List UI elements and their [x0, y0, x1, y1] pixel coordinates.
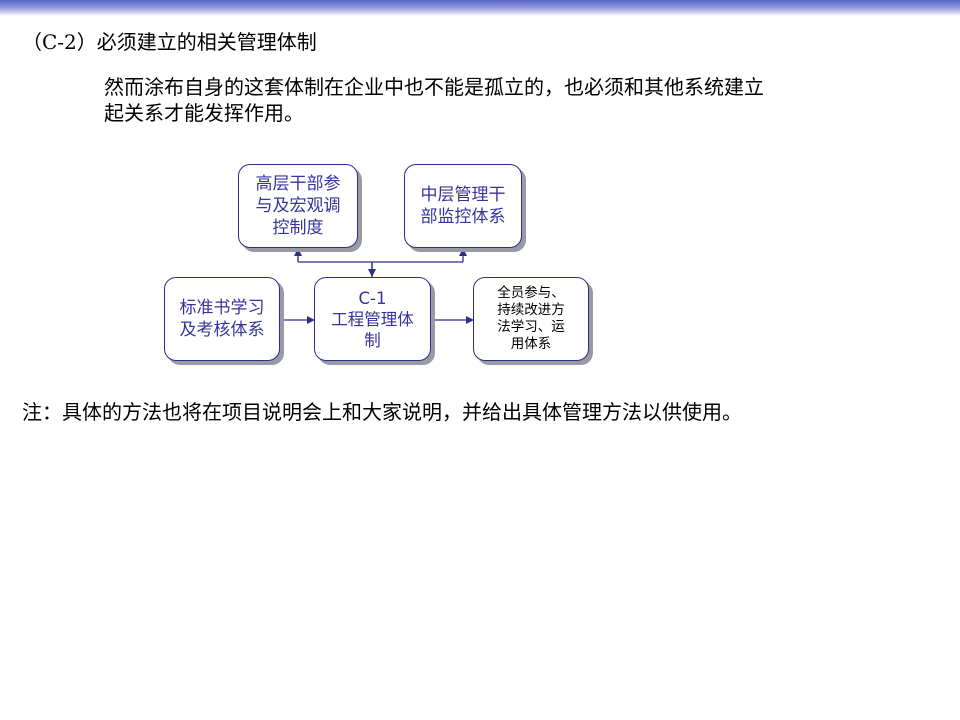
intro-line-2: 起关系才能发挥作用。 — [104, 101, 304, 125]
box-standards-training-label: 标准书学习 及考核体系 — [179, 298, 265, 340]
box-middle-management-label: 中层管理干 部监控体系 — [420, 185, 506, 227]
box-continuous-improvement-label: 全员参与、 持续改进方 法学习、运 用体系 — [497, 285, 565, 352]
box-continuous-improvement: 全员参与、 持续改进方 法学习、运 用体系 — [473, 277, 589, 361]
box-engineering-management-label: C-1 工程管理体 制 — [331, 288, 414, 350]
box-senior-management: 高层干部参 与及宏观调 控制度 — [238, 164, 358, 248]
intro-line-1: 然而涂布自身的这套体制在企业中也不能是孤立的，也必须和其他系统建立 — [104, 75, 764, 99]
section-heading: （C-2）必须建立的相关管理体制 — [22, 30, 317, 54]
intro-paragraph: 然而涂布自身的这套体制在企业中也不能是孤立的，也必须和其他系统建立 起关系才能发… — [104, 74, 904, 126]
box-engineering-management: C-1 工程管理体 制 — [314, 277, 431, 361]
header-gradient-bar — [0, 0, 960, 16]
footnote: 注：具体的方法也将在项目说明会上和大家说明，并给出具体管理方法以供使用。 — [22, 400, 742, 424]
box-senior-management-label: 高层干部参 与及宏观调 控制度 — [255, 174, 341, 238]
box-standards-training: 标准书学习 及考核体系 — [164, 277, 280, 361]
box-middle-management: 中层管理干 部监控体系 — [404, 164, 522, 248]
